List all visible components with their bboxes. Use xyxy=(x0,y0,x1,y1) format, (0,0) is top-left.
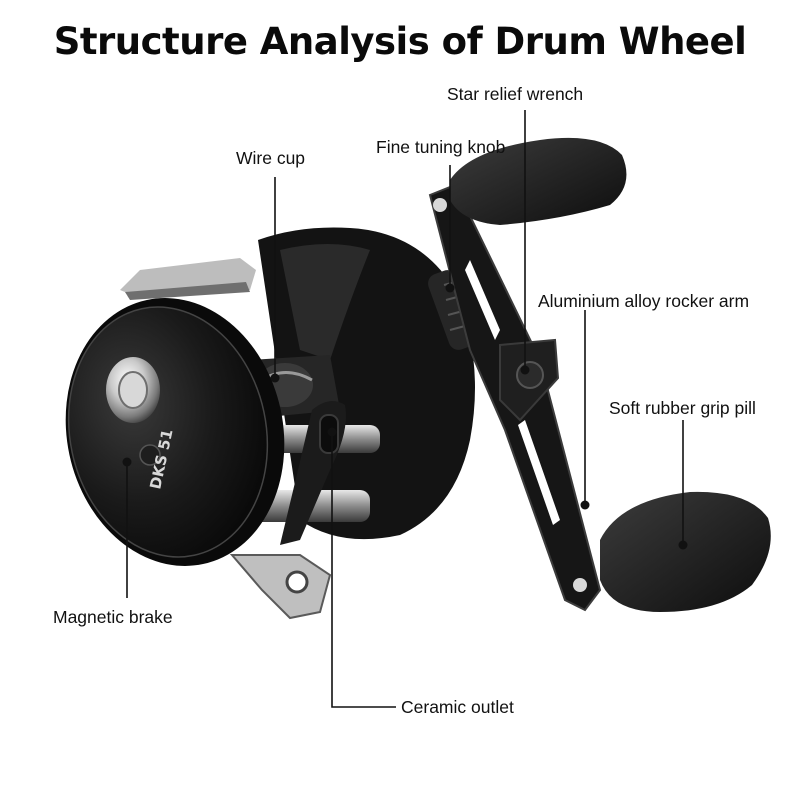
label-fine-tuning-knob: Fine tuning knob xyxy=(376,137,506,157)
label-star-relief-wrench: Star relief wrench xyxy=(447,84,584,104)
label-aluminium-rocker-arm: Aluminium alloy rocker arm xyxy=(538,291,750,311)
label-soft-rubber-grip: Soft rubber grip pill xyxy=(609,398,756,418)
leader-lines xyxy=(126,110,684,708)
top-frame-bar xyxy=(120,258,256,300)
lower-grip-knob xyxy=(600,491,771,612)
label-ceramic-outlet: Ceramic outlet xyxy=(401,697,514,717)
magnetic-brake-dial xyxy=(139,444,161,466)
leader-dots xyxy=(122,283,688,550)
chrome-cap xyxy=(106,357,160,423)
diagram-title: Structure Analysis of Drum Wheel xyxy=(53,20,747,63)
label-magnetic-brake: Magnetic brake xyxy=(53,607,173,627)
label-wire-cup: Wire cup xyxy=(236,148,306,168)
rocker-arm xyxy=(428,183,602,612)
upper-grip-knob xyxy=(450,137,627,225)
mounting-foot xyxy=(229,554,332,620)
ceramic-outlet-leader xyxy=(331,432,396,708)
